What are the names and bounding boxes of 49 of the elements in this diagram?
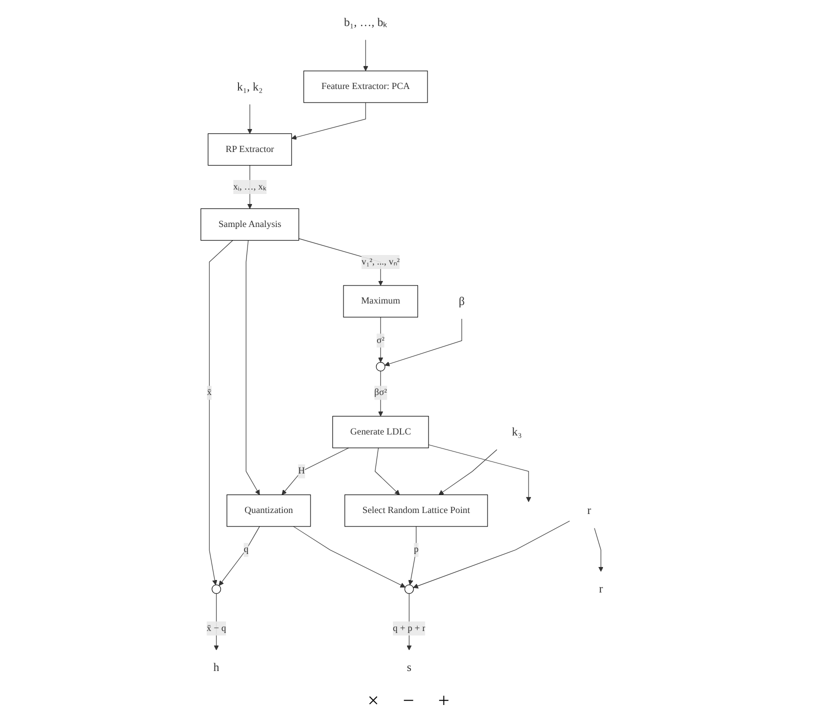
operator-sign: −	[402, 690, 414, 713]
node-text: r	[599, 582, 604, 596]
arrow	[375, 448, 400, 496]
node-text: h	[214, 661, 220, 674]
arrow	[363, 40, 369, 72]
node-text: k₁, k₂	[237, 80, 264, 94]
arrow	[408, 526, 417, 586]
arrow	[428, 444, 532, 502]
node-text: r	[588, 504, 592, 518]
arrow	[248, 104, 253, 134]
edge-label: q	[244, 544, 249, 555]
edge-label: v₁², ..., vₙ²	[362, 256, 400, 267]
edge-label: q + p + r	[393, 623, 426, 634]
node-box: RP Extractor	[208, 133, 292, 166]
node-box: Generate LDLC	[332, 416, 430, 448]
edge-label: σ²	[377, 335, 385, 346]
node-circle	[404, 584, 414, 594]
arrow	[378, 370, 384, 416]
edge-label: x̄ − q	[207, 623, 226, 634]
operator-sign: +	[438, 690, 450, 713]
arrow	[214, 593, 220, 650]
edge-label: xᵢ, …, xₖ	[234, 182, 267, 192]
node-circle	[376, 362, 386, 372]
arrow	[209, 240, 234, 586]
operator-sign: ×	[368, 690, 379, 713]
node-text: β	[459, 294, 466, 308]
node-text: b₁, …, bₖ	[344, 16, 388, 29]
node-text: s	[407, 661, 412, 674]
arrow	[384, 318, 462, 366]
arrow	[219, 526, 260, 586]
arrow	[413, 520, 570, 588]
arrow	[292, 102, 366, 140]
node-box: Quantization	[226, 494, 312, 527]
node-box: Feature Extractor: PCA	[304, 70, 428, 103]
edge-label: x̄	[207, 388, 212, 398]
node-circle	[212, 584, 222, 594]
edge-label: p	[414, 544, 419, 555]
arrow	[282, 448, 350, 496]
node-box: Sample Analysis	[200, 208, 300, 241]
node-text: k₃	[512, 426, 522, 439]
arrow	[293, 526, 406, 588]
arrow	[246, 240, 260, 496]
arrow	[378, 316, 384, 363]
arrow	[594, 528, 604, 572]
edge-label: βσ²	[374, 388, 388, 398]
node-box: Maximum	[344, 285, 418, 318]
edge-label: H	[298, 466, 306, 476]
arrow	[438, 449, 498, 496]
node-box: Select Random Lattice Point	[344, 494, 488, 527]
